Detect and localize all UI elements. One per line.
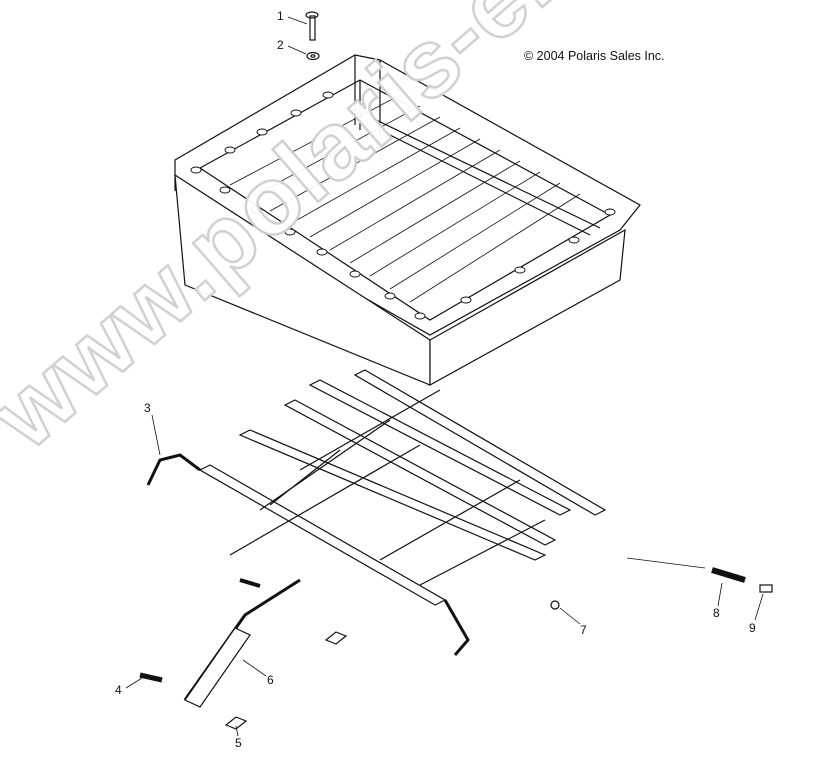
copyright-text: © 2004 Polaris Sales Inc.	[524, 49, 665, 63]
callout-1: 1	[277, 9, 284, 23]
callout-3: 3	[144, 401, 151, 415]
callout-6: 6	[267, 673, 274, 687]
callout-7: 7	[580, 623, 587, 637]
callout-4: 4	[115, 683, 122, 697]
callout-9: 9	[749, 621, 756, 635]
callout-5: 5	[235, 736, 242, 750]
cargo-bed	[174, 54, 641, 387]
small-parts	[139, 11, 773, 730]
leader-lines	[125, 16, 764, 737]
frame	[146, 369, 607, 656]
callout-2: 2	[277, 38, 284, 52]
callout-8: 8	[713, 606, 720, 620]
